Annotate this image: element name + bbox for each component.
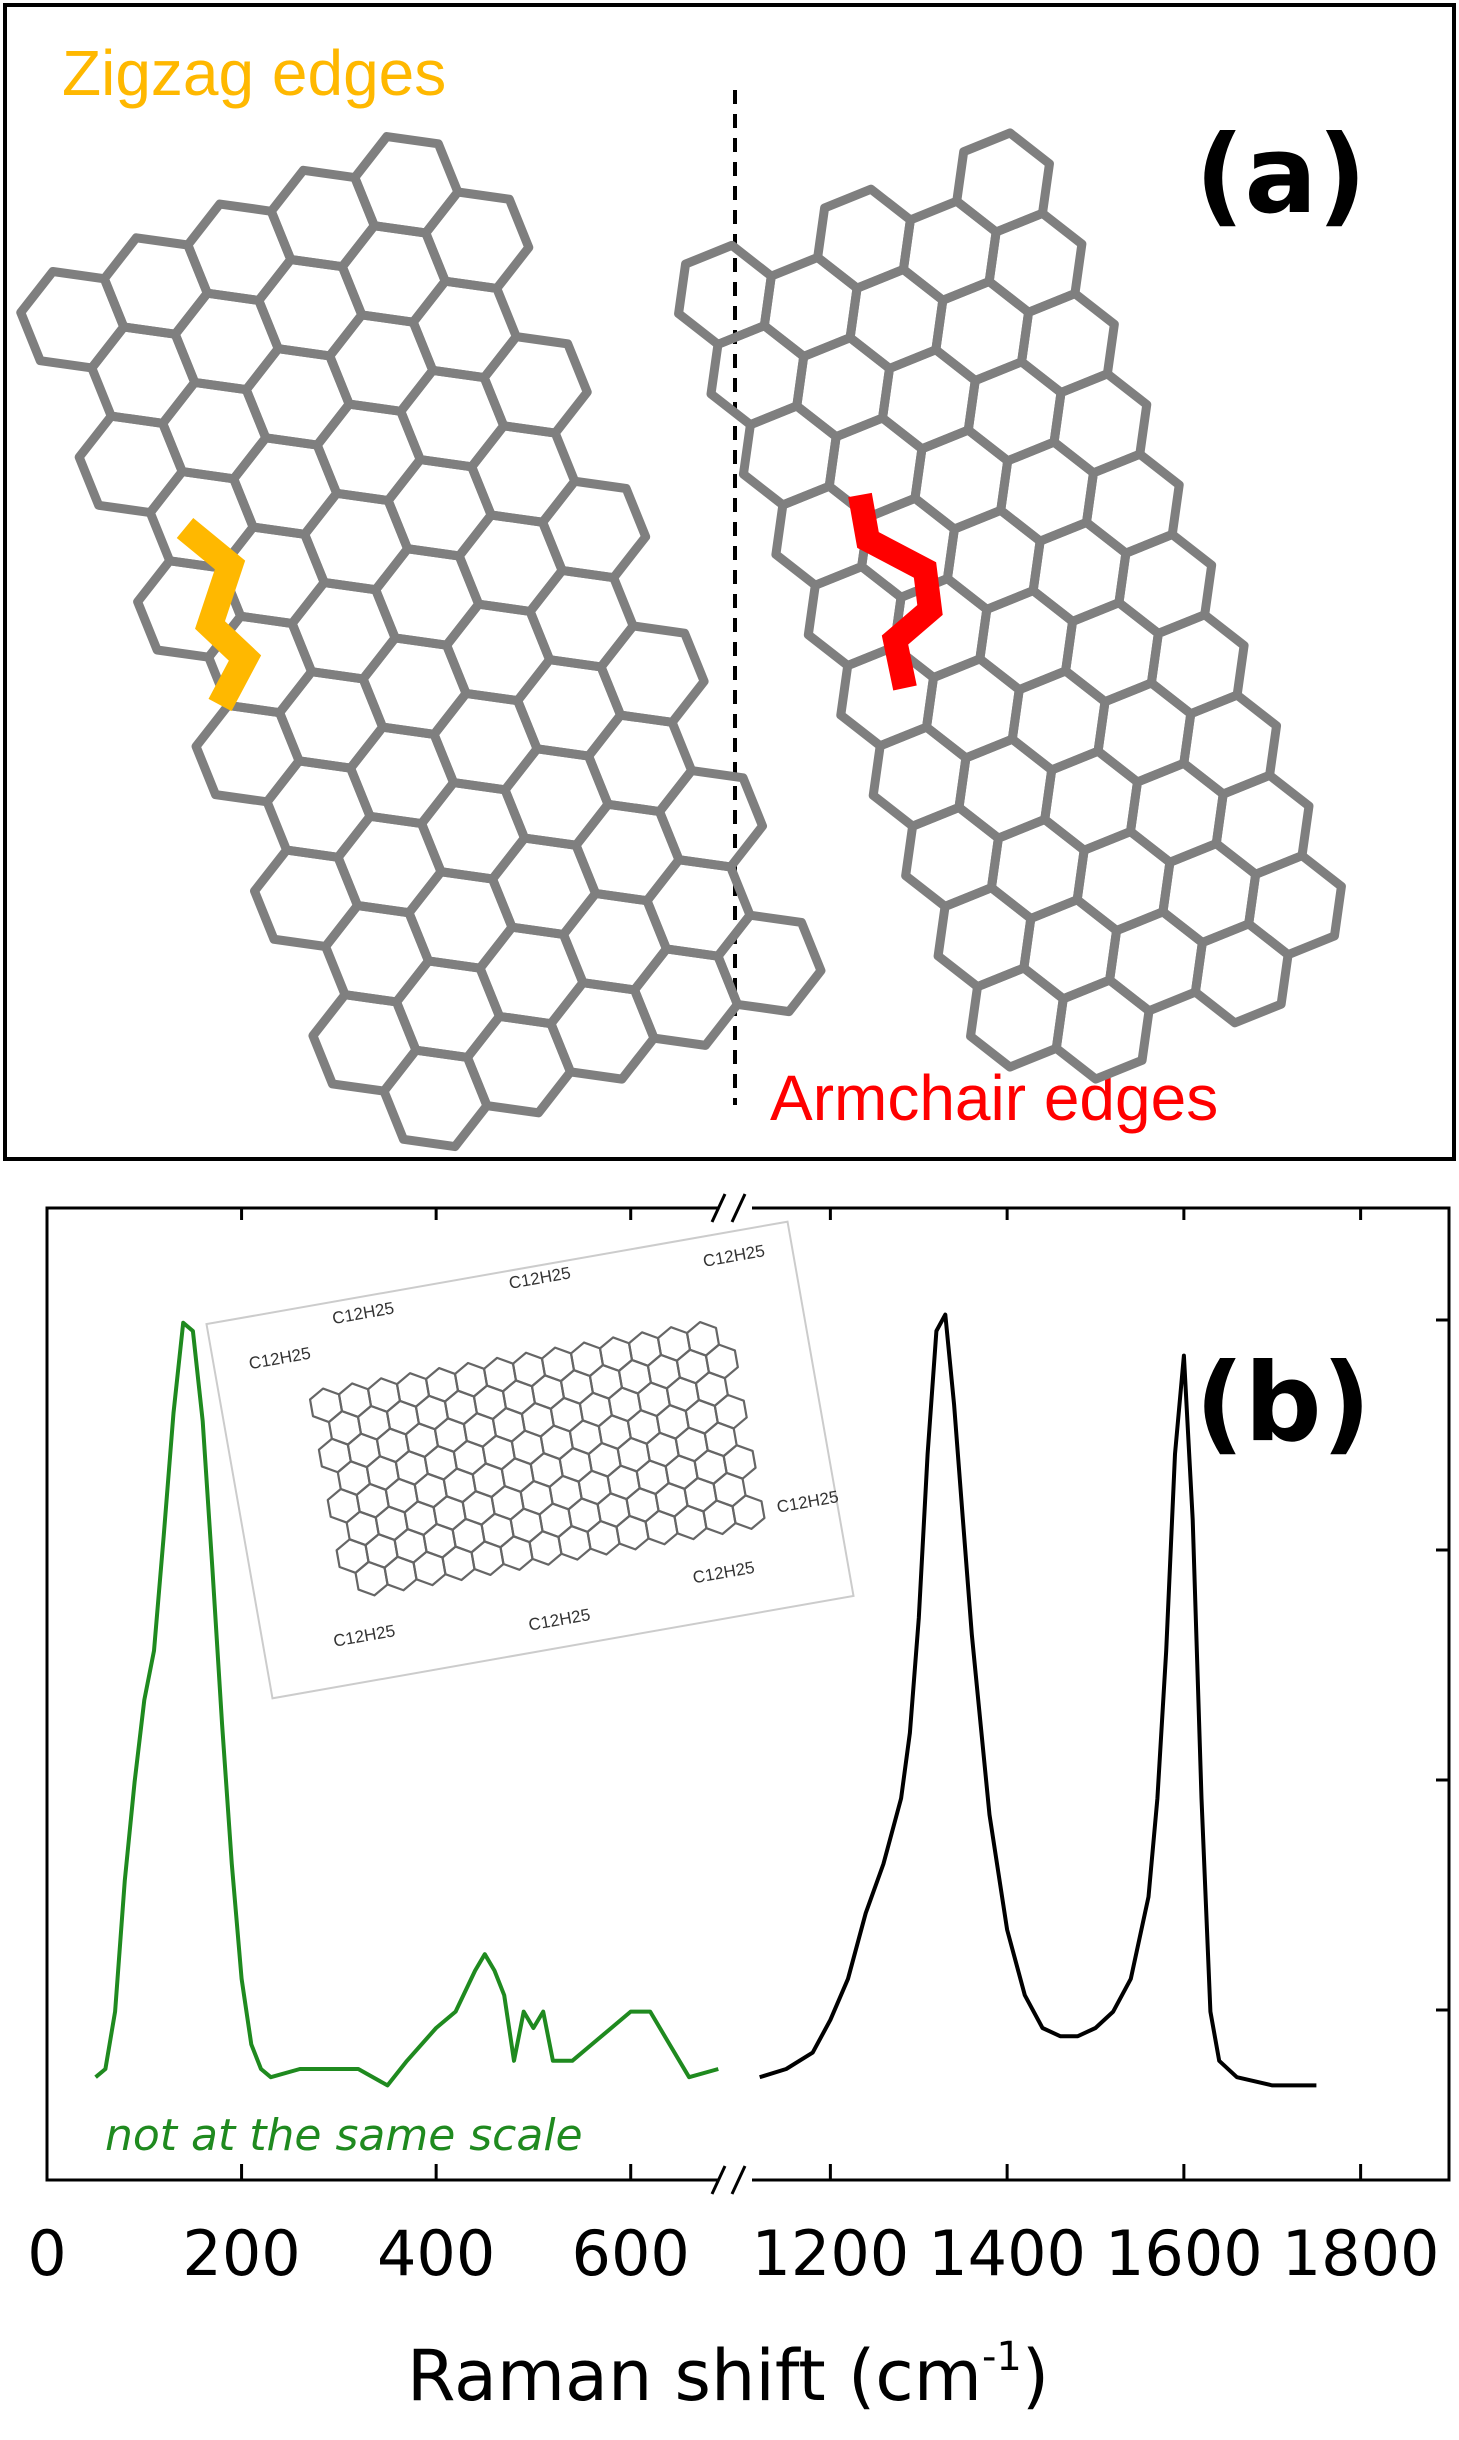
armchair-edges-label: Armchair edges bbox=[770, 1062, 1218, 1134]
series-line-1 bbox=[94, 1320, 719, 2088]
x-axis-title-exponent: -1 bbox=[982, 2334, 1022, 2380]
x-tick-label: 0 bbox=[27, 2217, 66, 2290]
series-line-2 bbox=[759, 1312, 1317, 2088]
panel-a: Zigzag edges Armchair edges (a) bbox=[3, 3, 1456, 1161]
zigzag-edge-highlight bbox=[176, 517, 262, 712]
x-tick-label: 1200 bbox=[751, 2217, 909, 2290]
armchair-edge-highlight bbox=[848, 492, 943, 691]
hexagon bbox=[713, 910, 826, 1017]
x-tick-label: 200 bbox=[182, 2217, 300, 2290]
lattice-body bbox=[674, 128, 1346, 1084]
x-axis-title-end: ) bbox=[1022, 2335, 1049, 2417]
x-tick-label: 1400 bbox=[928, 2217, 1086, 2290]
x-tick-label: 400 bbox=[377, 2217, 495, 2290]
panel-b-label: (b) bbox=[1195, 1341, 1371, 1466]
molecule-inset: C12H25 C12H25 C12H25 C12H25 C12H25 C12H2… bbox=[205, 1220, 855, 1700]
axis-break-gap-bottom bbox=[718, 2170, 752, 2190]
scale-note: not at the same scale bbox=[105, 2110, 583, 2161]
x-axis: 0 200 400 600 1200 1400 1600 1800 bbox=[27, 1193, 1449, 2290]
axis-break-mark bbox=[730, 2165, 747, 2195]
panel-a-label: (a) bbox=[1195, 113, 1367, 238]
lattice-body bbox=[308, 1320, 766, 1597]
x-tick-label: 1600 bbox=[1105, 2217, 1263, 2290]
axis-break-mark bbox=[710, 1193, 727, 1223]
inset-frame bbox=[205, 1220, 855, 1700]
panel-b: (b) C12H25 C12H25 C12H25 C12H25 C12H25 C… bbox=[27, 1193, 1451, 2417]
lattice-body bbox=[16, 132, 826, 1152]
axis-break-mark bbox=[730, 1193, 747, 1223]
hexagon bbox=[731, 1494, 766, 1530]
x-tick-label: 600 bbox=[572, 2217, 690, 2290]
inset-lattice bbox=[308, 1320, 766, 1597]
x-tick-label: 1800 bbox=[1282, 2217, 1440, 2290]
hexagon bbox=[1244, 851, 1346, 960]
axis-break-mark bbox=[710, 2165, 727, 2195]
zigzag-edges-label: Zigzag edges bbox=[62, 37, 446, 109]
zigzag-lattice bbox=[16, 132, 826, 1152]
plot-series bbox=[94, 1312, 1317, 2088]
axis-break-gap-top bbox=[718, 1198, 752, 1218]
armchair-lattice bbox=[674, 128, 1346, 1084]
x-axis-title: Raman shift (cm-1) bbox=[407, 2334, 1049, 2417]
